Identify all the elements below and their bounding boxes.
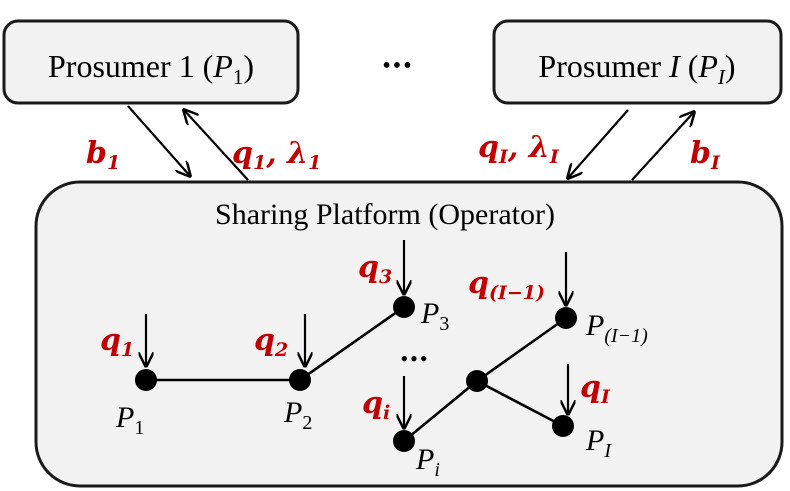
edge-P2-P3 <box>299 305 405 382</box>
label-qi: qi <box>362 386 390 424</box>
prosumer-I-box: Prosumer I (PI) <box>492 19 783 105</box>
prosumer-1-box: Prosumer 1 (P1) <box>2 19 300 105</box>
platform-box: Sharing Platform (Operator) <box>34 180 784 488</box>
label-P(I-1): P(I−1) <box>585 309 648 347</box>
label-PI: PI <box>585 424 612 462</box>
label-q3: q3 <box>358 250 392 288</box>
label-bI: bI <box>690 136 721 174</box>
label-P2: P2 <box>283 396 312 434</box>
node-P(I-1) <box>555 307 577 329</box>
prosumer-1-label: Prosumer 1 (P1) <box>48 48 254 89</box>
prosumers-ellipsis: ••• <box>382 53 413 79</box>
edge-Pi-hub <box>403 379 478 443</box>
node-Pi <box>393 430 415 452</box>
label-P3: P3 <box>420 297 449 335</box>
node-hub <box>466 370 488 392</box>
label-P1: P1 <box>115 401 144 439</box>
edge-hub-PI <box>476 379 564 428</box>
label-qI: qI <box>580 370 611 408</box>
node-P2 <box>289 369 311 391</box>
node-P3 <box>393 296 415 318</box>
arrow-allocation-platform-to-P1 <box>184 110 249 181</box>
label-Pi: Pi <box>415 443 440 481</box>
label-q2: q2 <box>254 323 288 361</box>
label-qI1: q(I−1) <box>468 266 545 304</box>
prosumer-I-label: Prosumer I (PI) <box>538 48 735 89</box>
edge-hub-P(I-1) <box>476 316 567 383</box>
arrow-bid-P1-to-platform <box>127 105 190 176</box>
arrow-bid-PI-to-platform <box>631 112 694 181</box>
node-PI <box>552 415 574 437</box>
nodes-ellipsis: ••• <box>400 346 429 371</box>
arrow-allocation-platform-to-PI <box>568 109 629 178</box>
platform-title: Sharing Platform (Operator) <box>215 198 555 231</box>
node-P1 <box>135 369 157 391</box>
label-q1: q1 <box>100 323 134 361</box>
label-qI-lambdaI: qI, λI <box>478 130 560 168</box>
label-q1-lambda1: q1, λ1 <box>232 136 321 174</box>
label-b1: b1 <box>86 136 120 174</box>
